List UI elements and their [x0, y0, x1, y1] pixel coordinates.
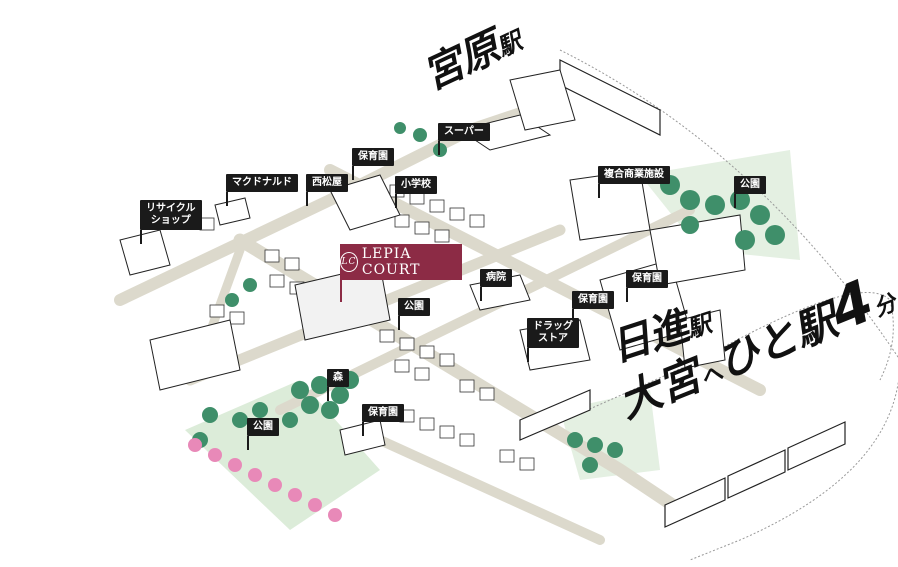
recycle-line2: ショップ	[150, 215, 191, 226]
label-elementary: 小学校	[395, 176, 437, 208]
train-nisshin	[519, 389, 591, 441]
label-commercial: 複合商業施設	[598, 166, 670, 198]
building-complex-west	[149, 319, 241, 391]
label-nishimatsuya: 西松屋	[306, 174, 348, 206]
label-nursery-south: 保育園	[362, 404, 404, 436]
train-north	[559, 59, 661, 136]
label-nursery-north: 保育園	[352, 148, 394, 180]
train-south-1	[664, 477, 726, 528]
label-drug-store: ドラッグストア	[527, 318, 579, 362]
label-recycle-shop: リサイクルショップ	[140, 200, 202, 244]
recycle-line1: リサイクル	[146, 203, 196, 214]
building-nursery-south	[339, 419, 386, 456]
lepia-court-marker[interactable]: LC LEPIA COURT	[340, 244, 462, 302]
building-mcdonalds	[214, 197, 251, 226]
railway	[519, 49, 898, 561]
label-park-east: 公園	[734, 176, 766, 208]
label-nursery-east2: 保育園	[572, 291, 614, 323]
drug-line1: ドラッグ	[533, 321, 573, 332]
rail-line-north	[559, 49, 898, 561]
label-mcdonalds: マクドナルド	[226, 174, 298, 206]
road-south	[375, 435, 605, 545]
label-supermarket: スーパー	[438, 123, 490, 155]
buildings	[119, 69, 746, 456]
train-south-2	[727, 449, 786, 499]
label-park-center: 公園	[398, 298, 430, 330]
brand-name: LEPIA COURT	[361, 246, 421, 278]
building-nisshin-block	[679, 309, 726, 369]
building-factory-east	[649, 214, 746, 286]
drug-line2: ストア	[538, 333, 568, 344]
label-nursery-east1: 保育園	[626, 270, 668, 302]
building-miyahara-station	[509, 69, 576, 131]
label-hospital: 病院	[480, 269, 512, 301]
road-main-diagonal	[114, 94, 566, 306]
label-park-south: 公園	[247, 418, 279, 450]
label-forest: 森	[327, 369, 349, 401]
train-south-3	[787, 421, 846, 471]
houses	[179, 184, 535, 471]
trees	[188, 122, 785, 522]
lepia-logo-icon: LC	[340, 252, 358, 272]
building-recycle	[119, 229, 171, 276]
